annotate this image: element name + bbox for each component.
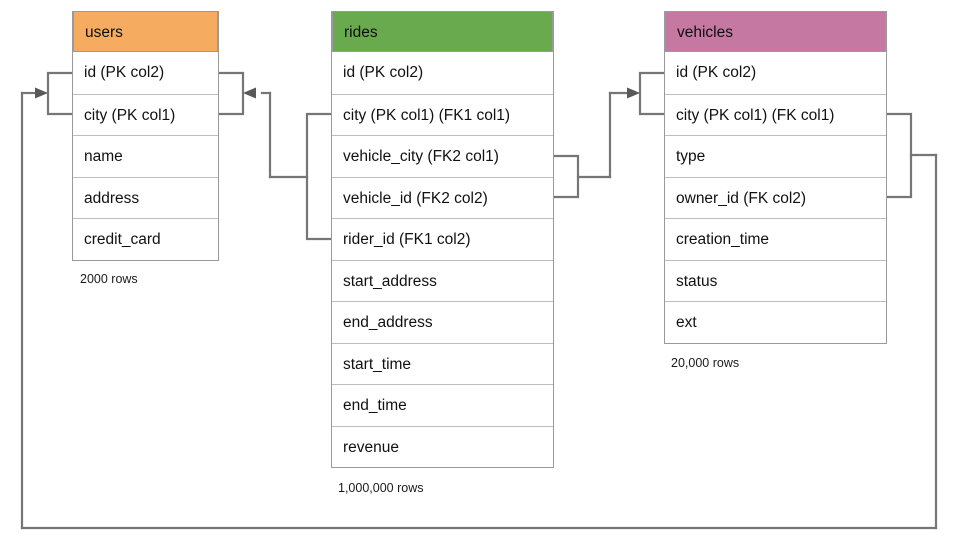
table-rides[interactable]: rides id (PK col2) city (PK col1) (FK1 c… <box>331 11 554 468</box>
table-users-header: users <box>73 11 218 52</box>
table-vehicles-row-creation-time[interactable]: creation_time <box>665 218 886 260</box>
table-users-row-city[interactable]: city (PK col1) <box>73 93 218 136</box>
table-users-row-credit-card[interactable]: credit_card <box>73 218 218 260</box>
table-users-row-id[interactable]: id (PK col2) <box>84 64 165 81</box>
table-rides-header: rides <box>332 11 553 52</box>
table-rides-row-end-address[interactable]: end_address <box>332 301 553 343</box>
table-users-row-address[interactable]: address <box>73 176 218 219</box>
wire-rides-fk1-bracket <box>305 112 333 241</box>
table-rides-row-start-time[interactable]: start_time <box>332 342 553 385</box>
wire-vehicles-left-bracket <box>638 71 666 116</box>
table-rides-row-start-address[interactable]: start_address <box>332 259 553 302</box>
arrowhead-users-left <box>35 87 48 99</box>
arrowhead-vehicles-left <box>627 87 640 99</box>
table-rides-row-end-time[interactable]: end_time <box>332 384 553 426</box>
table-users-row-name[interactable]: name <box>73 135 218 177</box>
table-rides-row-vehicle-city[interactable]: vehicle_city (FK2 col1) <box>332 135 553 177</box>
wire-users-right-bracket <box>217 71 245 116</box>
table-vehicles[interactable]: vehicles id (PK col2) city (PK col1) (FK… <box>664 11 887 344</box>
arrowhead-users-right <box>243 87 256 99</box>
wire-vehicles-right-bracket <box>885 112 913 199</box>
table-vehicles-row-count: 20,000 rows <box>671 356 740 370</box>
table-vehicles-row-status[interactable]: status <box>665 259 886 302</box>
wire-rides-fk2-bracket <box>552 154 580 199</box>
table-rides-row-count: 1,000,000 rows <box>338 481 424 495</box>
table-users-row-count: 2000 rows <box>80 272 138 286</box>
table-rides-row-city[interactable]: city (PK col1) (FK1 col1) <box>332 93 553 136</box>
table-vehicles-row-city[interactable]: city (PK col1) (FK col1) <box>665 93 886 136</box>
table-rides-row-vehicle-id[interactable]: vehicle_id (FK2 col2) <box>332 176 553 219</box>
table-vehicles-row-id[interactable]: id (PK col2) <box>676 64 757 81</box>
table-vehicles-row-ext[interactable]: ext <box>665 301 886 343</box>
table-rides-row-revenue[interactable]: revenue <box>332 425 553 468</box>
table-vehicles-row-owner-id[interactable]: owner_id (FK col2) <box>665 176 886 219</box>
wire-users-left-bracket <box>46 71 74 116</box>
table-users[interactable]: users id (PK col2) city (PK col1) name a… <box>72 11 219 261</box>
table-rides-row-rider-id[interactable]: rider_id (FK1 col2) <box>332 218 553 260</box>
table-rides-row-id[interactable]: id (PK col2) <box>343 64 424 81</box>
table-vehicles-row-type[interactable]: type <box>665 135 886 177</box>
table-vehicles-header: vehicles <box>665 11 886 52</box>
